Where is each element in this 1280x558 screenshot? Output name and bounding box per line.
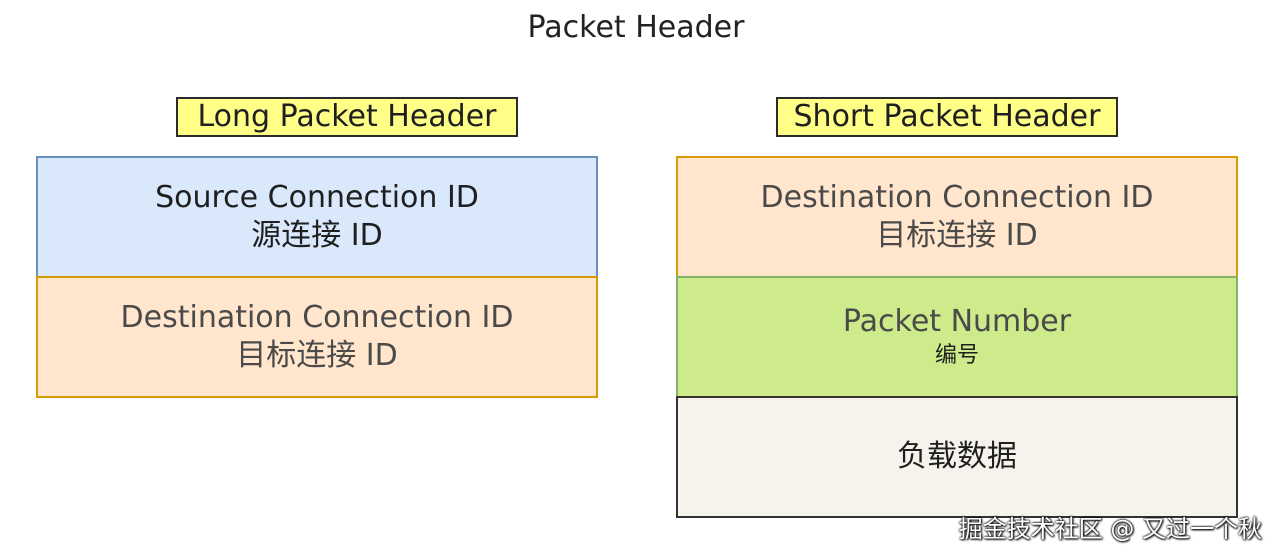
short-packet-number-field: Packet Number 编号 (676, 276, 1238, 398)
short-header-label: Short Packet Header (776, 97, 1118, 137)
field-label-cn: 负载数据 (897, 439, 1017, 474)
field-label-en: Destination Connection ID (120, 300, 514, 335)
field-label-en: Destination Connection ID (760, 180, 1154, 215)
watermark: 掘金技术社区 @ 又过一个秋 (958, 515, 1262, 543)
field-label-cn: 编号 (934, 343, 979, 368)
diagram-title: Packet Header (527, 10, 745, 45)
long-source-connection-id-field: Source Connection ID 源连接 ID (36, 156, 598, 278)
field-label-cn: 源连接 ID (251, 218, 383, 253)
long-header-label: Long Packet Header (176, 97, 518, 137)
short-destination-connection-id-field: Destination Connection ID 目标连接 ID (676, 156, 1238, 278)
long-destination-connection-id-field: Destination Connection ID 目标连接 ID (36, 276, 598, 398)
field-label-en: Packet Number (842, 304, 1072, 339)
field-label-cn: 目标连接 ID (236, 338, 398, 373)
short-payload-field: 负载数据 (676, 396, 1238, 518)
field-label-en: Source Connection ID (155, 180, 479, 215)
field-label-cn: 目标连接 ID (876, 218, 1038, 253)
